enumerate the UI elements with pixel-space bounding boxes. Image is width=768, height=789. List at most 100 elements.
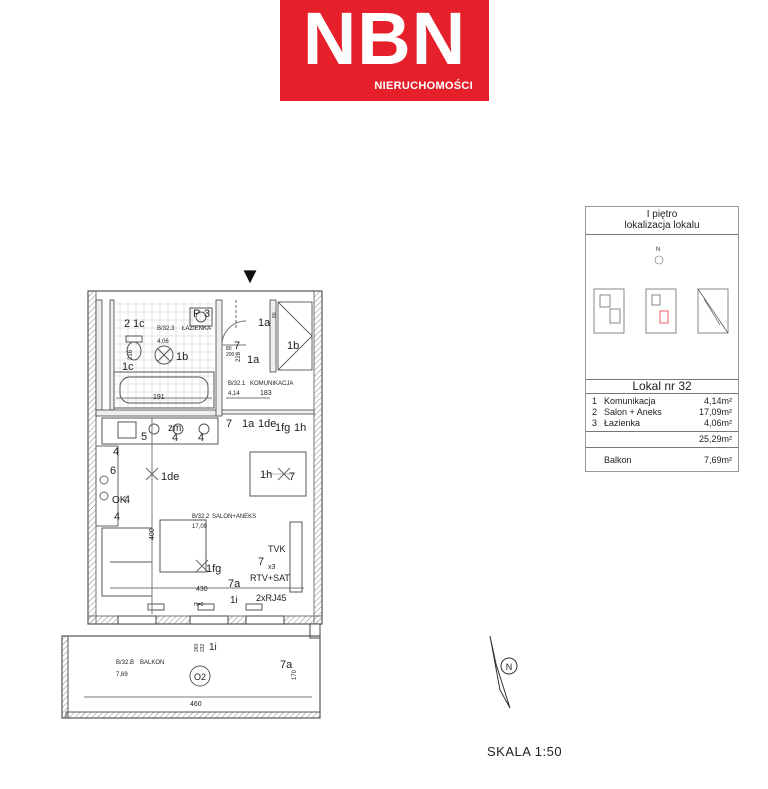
dim-228: 228 — [236, 351, 242, 362]
room-name: Salon + Aneks — [604, 407, 662, 417]
balkon-area: 7,69 — [116, 672, 128, 678]
kitchen-column — [95, 445, 119, 527]
mini-compass — [654, 255, 664, 265]
dim-430: 430 — [196, 586, 208, 593]
symbol-6: 6 — [110, 465, 116, 477]
floor-label: I piętro — [646, 209, 678, 220]
dim-80a: 80 — [226, 346, 232, 352]
windows — [117, 615, 321, 639]
bathtub — [113, 371, 215, 409]
location-subtitle: lokalizacja lokalu — [624, 220, 700, 231]
symbol-4-c: 4 — [113, 446, 119, 458]
salon-area: 17,09 — [192, 524, 208, 530]
symbol-7-a: 7 — [234, 340, 240, 352]
dim-232: 232 — [200, 643, 206, 652]
symbol-1fg-b: 1fg — [206, 563, 221, 575]
symbol-7-tvk: 7 — [258, 556, 264, 568]
symbol-4-d: 4 — [124, 494, 130, 506]
dim-h0: H=0 — [194, 602, 204, 608]
salon-name: SALON+ANEKS — [212, 514, 256, 520]
scale-label: SKALA 1:50 — [487, 744, 563, 759]
symbol-7a-b: 7a — [280, 659, 293, 671]
total-area: 25,29m² — [698, 434, 732, 444]
symbol-7-b: 7 — [226, 418, 232, 430]
symbol-1a-b: 1a — [247, 354, 260, 366]
radiators — [147, 603, 263, 611]
symbol-2: 2 — [124, 318, 130, 330]
washbasin — [189, 307, 213, 327]
lazienka-area: 4,06 — [157, 339, 169, 345]
tv-cabinet — [289, 521, 303, 593]
mini-compass-letter: N — [656, 247, 660, 253]
building-overview: N — [593, 247, 729, 334]
panel-divider — [586, 447, 738, 448]
balcony — [61, 635, 321, 719]
dim-216: 216 — [128, 349, 134, 360]
location-panel: I piętro lokalizacja lokalu N Lokal nr 3… — [585, 206, 739, 472]
room-area: 4,06m² — [703, 418, 732, 428]
symbol-1i-a: 1i — [230, 595, 238, 606]
bathroom-door-swing — [221, 320, 247, 346]
balcony-drain — [189, 665, 211, 687]
symbol-tvk: TVK — [268, 544, 286, 554]
panel-divider — [586, 234, 738, 235]
symbol-p: P — [193, 308, 200, 320]
symbol-o2: O2 — [194, 672, 206, 682]
symbol-x3: x3 — [268, 564, 276, 571]
symbol-1de-a: 1de — [258, 418, 276, 430]
balkon-code: B/32.B — [116, 660, 134, 666]
komunikacja-name: KOMUNIKACJA — [250, 381, 293, 387]
logo-main-text: NBN — [302, 0, 467, 80]
entrance-marker: ▼ — [239, 263, 261, 288]
dining-table — [249, 451, 307, 497]
komunikacja-area: 4,14 — [228, 391, 240, 397]
symbol-1de-b: 1de — [161, 471, 179, 483]
logo-sub-text: NIERUCHOMOŚCI — [374, 80, 473, 92]
symbol-4-a: 4 — [172, 432, 178, 444]
nbn-logo: NBN NIERUCHOMOŚCI — [280, 0, 489, 101]
dim-460: 460 — [190, 701, 202, 708]
balcony-area: 7,69m² — [703, 455, 732, 465]
panel-divider — [586, 393, 738, 394]
sofa — [101, 527, 153, 597]
north-letter: N — [506, 662, 513, 672]
symbol-7a-a: 7a — [228, 578, 241, 590]
symbol-4-e: 4 — [114, 511, 120, 523]
lazienka-code: B/32.3 — [157, 326, 175, 332]
room-area: 17,09m² — [698, 407, 732, 417]
symbol-2xrj45: 2xRJ45 — [256, 593, 287, 603]
symbol-rtv-sat: RTV+SAT — [250, 573, 290, 583]
room-area: 4,14m² — [703, 396, 732, 406]
room-name: Łazienka — [604, 418, 641, 428]
panel-divider — [586, 379, 738, 380]
symbol-7-table: 7 — [289, 471, 295, 483]
symbol-zm: zm — [168, 423, 181, 434]
dim-400: 400 — [149, 528, 156, 540]
kitchen-counter — [101, 417, 219, 445]
symbol-1a-a: 1a — [258, 317, 271, 329]
balkon-name: BALKON — [140, 660, 164, 666]
dim-260: 260 — [194, 643, 200, 652]
lokal-title: Lokal nr 32 — [632, 379, 692, 393]
dim-80b: 80 — [272, 312, 278, 318]
symbol-1h-b: 1h — [260, 469, 272, 481]
symbol-1h-a: 1h — [294, 422, 306, 434]
room-name: Komunikacja — [604, 396, 656, 406]
symbol-1b-b: 1b — [287, 340, 299, 352]
toilet — [125, 335, 143, 361]
room-num: 1 — [592, 396, 598, 406]
interior-walls — [95, 299, 315, 417]
symbol-5: 5 — [141, 431, 147, 443]
bathroom-light — [154, 345, 174, 365]
dim-170: 170 — [292, 669, 298, 680]
symbol-1b-a: 1b — [176, 351, 188, 363]
balcony-label: Balkon — [604, 455, 632, 465]
dim-183: 183 — [260, 390, 272, 397]
symbol-1c-bottom: 1c — [122, 361, 134, 373]
symbol-1c-top: 1c — [133, 318, 145, 330]
lazienka-name: ŁAZIENKA — [182, 326, 211, 332]
symbol-ok: OK — [112, 495, 127, 506]
komunikacja-code: B/32.1 — [228, 381, 246, 387]
room-num: 3 — [592, 418, 598, 428]
